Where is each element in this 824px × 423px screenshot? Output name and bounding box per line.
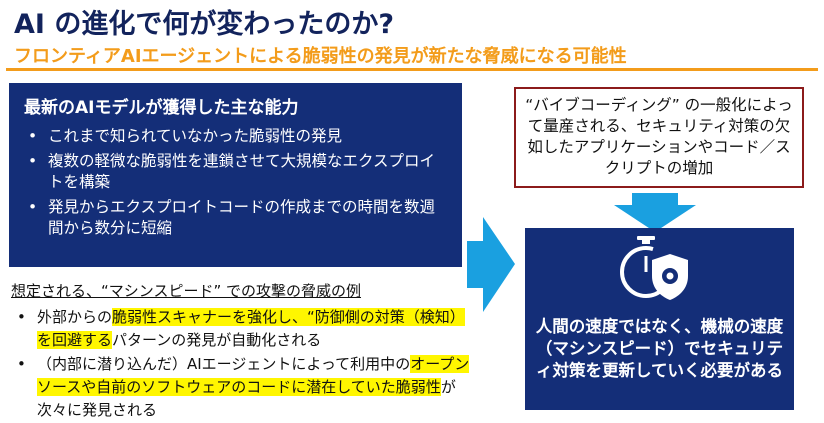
capabilities-box: 最新のAIモデルが獲得した主な能力 •これまで知られていなかった脆弱性の発見 •… [9, 83, 462, 267]
capabilities-title: 最新のAIモデルが獲得した主な能力 [24, 98, 299, 118]
conclusion-text: 人間の速度ではなく、機械の速度（マシンスピード）でセキュリティ対策を更新していく… [535, 317, 784, 380]
arrow-down-icon [614, 193, 696, 232]
page-title: AI の進化で何が変わったのか? [14, 9, 395, 40]
threat-item: •（内部に潜り込んだ）AIエージェントによって利用中のオープンソースや自前のソフ… [17, 355, 470, 419]
threat-item: •外部からの脆弱性スキャナーを強化し、“防御側の対策（検知）を回避するパターンの… [17, 308, 465, 349]
page-subtitle: フロンティアAIエージェントによる脆弱性の発見が新たな脅威になる可能性 [14, 46, 627, 67]
bullet-icon: • [17, 308, 26, 326]
arrow-right-icon [467, 217, 515, 312]
capability-item: •発見からエクスプロイトコードの作成までの時間を数週間から数分に短縮 [28, 198, 436, 237]
vibe-coding-note: “バイブコーディング” の一般化によって量産される、セキュリティ対策の欠如したア… [514, 87, 804, 188]
bullet-icon: • [28, 152, 38, 170]
threats-title: 想定される、“マシンスピード” での攻撃の脅威の例 [11, 282, 362, 300]
header-divider [6, 68, 818, 71]
capability-item: •これまで知られていなかった脆弱性の発見 [28, 127, 343, 145]
bullet-icon: • [17, 355, 26, 373]
security-clock-shield-icon [620, 236, 688, 300]
threats-list: •外部からの脆弱性スキャナーを強化し、“防御側の対策（検知）を回避するパターンの… [11, 306, 471, 423]
capabilities-list: •これまで知られていなかった脆弱性の発見 •複数の軽微な脆弱性を連鎖させて大規模… [24, 126, 448, 239]
bullet-icon: • [28, 127, 38, 145]
capability-item: •複数の軽微な脆弱性を連鎖させて大規模なエクスプロイトを構築 [28, 152, 436, 191]
conclusion-box: 人間の速度ではなく、機械の速度（マシンスピード）でセキュリティ対策を更新していく… [525, 228, 794, 410]
bullet-icon: • [28, 198, 38, 216]
